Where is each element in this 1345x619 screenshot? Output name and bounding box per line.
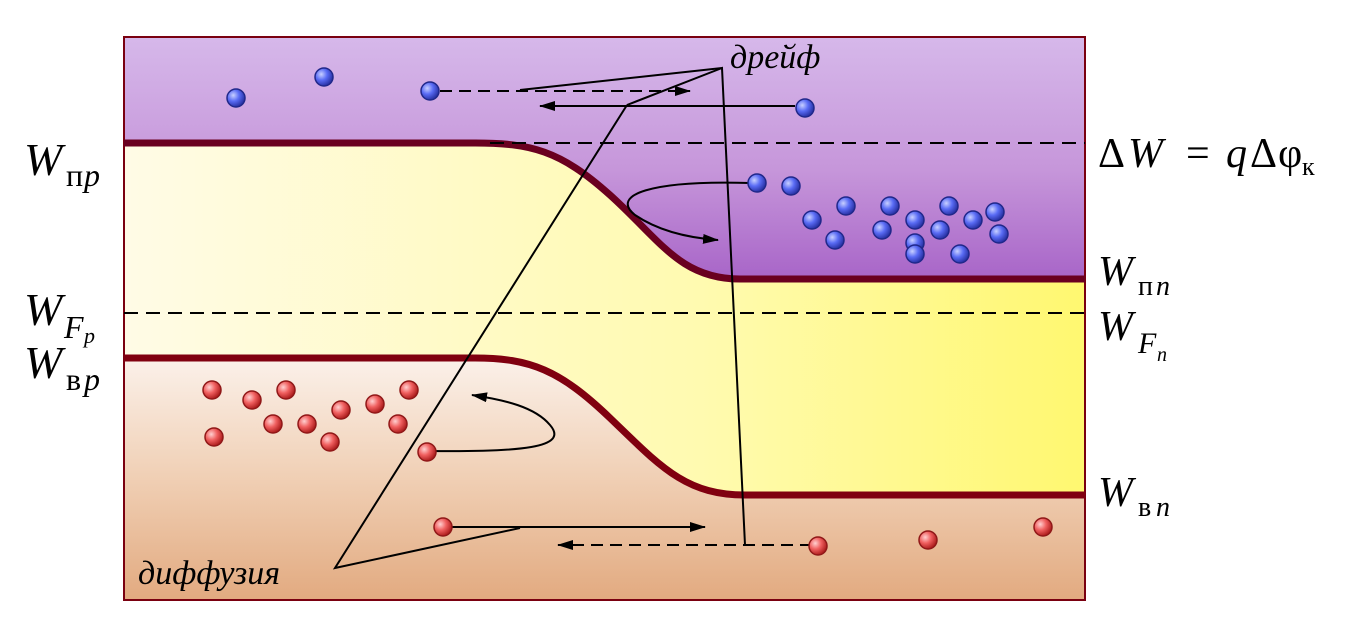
electron-reflection-arrow: [626, 181, 751, 244]
svg-text:W: W: [1098, 304, 1137, 350]
label-W-valence-p: W в p: [24, 337, 100, 397]
diffusion-pointer-lines: [332, 104, 628, 570]
electron: [836, 196, 856, 216]
electron: [905, 210, 925, 230]
svg-text:п: п: [66, 157, 83, 193]
label-W-valence-n: W в n: [1098, 470, 1170, 523]
svg-text:к: к: [1302, 152, 1315, 181]
electron: [795, 98, 815, 118]
hole: [388, 414, 408, 434]
svg-text:W: W: [1098, 249, 1137, 295]
electron: [939, 196, 959, 216]
svg-text:W: W: [24, 134, 66, 185]
electron: [872, 220, 892, 240]
svg-text:F: F: [1137, 327, 1157, 360]
svg-text:p: p: [82, 157, 100, 193]
electron: [963, 210, 983, 230]
label-W-fermi-p: W F p: [24, 284, 95, 348]
hole: [918, 530, 938, 550]
hole: [263, 414, 283, 434]
drift-pointer-left: [519, 67, 723, 91]
electron: [781, 176, 801, 196]
hole: [242, 390, 262, 410]
electron: [989, 224, 1009, 244]
svg-text:в: в: [66, 361, 81, 397]
frame-border: [123, 36, 1086, 601]
svg-text:n: n: [1157, 344, 1167, 366]
hole: [204, 427, 224, 447]
electron: [985, 202, 1005, 222]
hole: [399, 380, 419, 400]
diffusion-label: диффузия: [138, 555, 280, 592]
label-W-conduction-p: W п p: [24, 134, 100, 193]
hole: [365, 394, 385, 414]
electron: [905, 244, 925, 264]
electron: [420, 81, 440, 101]
electron: [226, 88, 246, 108]
electron: [825, 230, 845, 250]
hole: [331, 400, 351, 420]
label-barrier-energy: Δ W = q Δ φ к: [1098, 131, 1315, 181]
svg-text:p: p: [82, 361, 100, 397]
svg-text:Δ: Δ: [1098, 131, 1125, 177]
electron: [314, 67, 334, 87]
label-W-fermi-n: W F n: [1098, 304, 1167, 366]
svg-text:W: W: [1098, 470, 1137, 516]
svg-text:W: W: [1128, 131, 1167, 177]
svg-text:n: n: [1156, 271, 1170, 302]
conduction-band-edge: [124, 139, 1085, 283]
svg-text:p: p: [82, 323, 95, 348]
electron: [747, 173, 767, 193]
holes: [202, 380, 1053, 556]
svg-text:в: в: [1138, 492, 1151, 523]
drift-label: дрейф: [730, 39, 820, 76]
valence-band-edge: [124, 354, 1085, 499]
svg-text:W: W: [24, 284, 66, 335]
svg-text:q: q: [1226, 131, 1247, 177]
electron: [880, 196, 900, 216]
label-W-conduction-n: W п n: [1098, 249, 1170, 302]
electron: [930, 220, 950, 240]
hole: [1033, 517, 1053, 537]
valence-band-region: [124, 358, 1085, 600]
hole-reflection-arrow: [429, 392, 556, 453]
conduction-band-region: [124, 37, 1085, 279]
hole: [320, 432, 340, 452]
hole: [433, 517, 453, 537]
svg-text:W: W: [24, 337, 66, 388]
hole: [276, 380, 296, 400]
electron: [950, 244, 970, 264]
electrons: [226, 67, 1009, 264]
hole: [417, 442, 437, 462]
svg-text:φ: φ: [1278, 131, 1302, 177]
svg-text:Δ: Δ: [1250, 131, 1277, 177]
svg-text:n: n: [1156, 492, 1170, 523]
hole: [808, 536, 828, 556]
svg-text:п: п: [1138, 271, 1153, 302]
hole: [297, 414, 317, 434]
svg-text:F: F: [63, 309, 84, 345]
svg-text:=: =: [1186, 131, 1210, 177]
hole: [202, 380, 222, 400]
electron: [802, 210, 822, 230]
